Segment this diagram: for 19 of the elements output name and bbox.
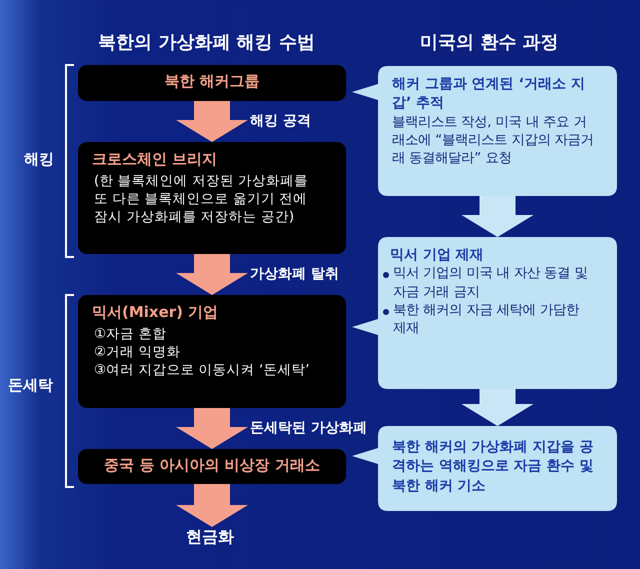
bracket-label: 돈세탁	[8, 376, 53, 395]
column-heading: 북한의 가상화폐 해킹 수법	[98, 31, 315, 54]
arrow	[176, 484, 248, 527]
arrow	[462, 389, 534, 426]
result-text: 현금화	[160, 527, 260, 553]
arrow	[462, 196, 534, 237]
callout-bubble: 믹서 기업 제재 믹서 기업의 미국 내 자산 동결 및 자금 거래 금지 북한 해커의 자금 세탁에 가담한 제재	[352, 237, 617, 389]
arrow	[176, 254, 248, 295]
process-box: 믹서(Mixer) 기업 ①자금 혼합 ②거래 익명화 ③여러 지갑으로 이동시켜 ‘돈세탁’	[78, 295, 346, 408]
process-box: 중국 등 아시아의 비상장 거래소	[78, 449, 346, 484]
process-box: 북한 해커그룹	[78, 65, 346, 101]
column-heading: 미국의 환수 과정	[420, 31, 559, 54]
bracket-label: 해킹	[24, 150, 54, 169]
process-box: 크로스체인 브리지 (한 블록체인에 저장된 가상화폐를 또 다른 블록체인으로 옮기기 전에 잠시 가상화폐를 저장하는 공간)	[78, 142, 346, 254]
callout-bubble: 해커 그룹과 연계된 ‘거래소 지갑’ 추적 블랙리스트 작성, 미국 내 주요 거래소에 “블랙리스트 지갑의 자금거래 동결해달라” 요청	[352, 66, 617, 196]
arrow	[176, 101, 248, 142]
edge-label: 해킹 공격	[250, 112, 311, 130]
edge-label: 가상화폐 탈취	[250, 264, 339, 282]
arrow	[176, 408, 248, 449]
